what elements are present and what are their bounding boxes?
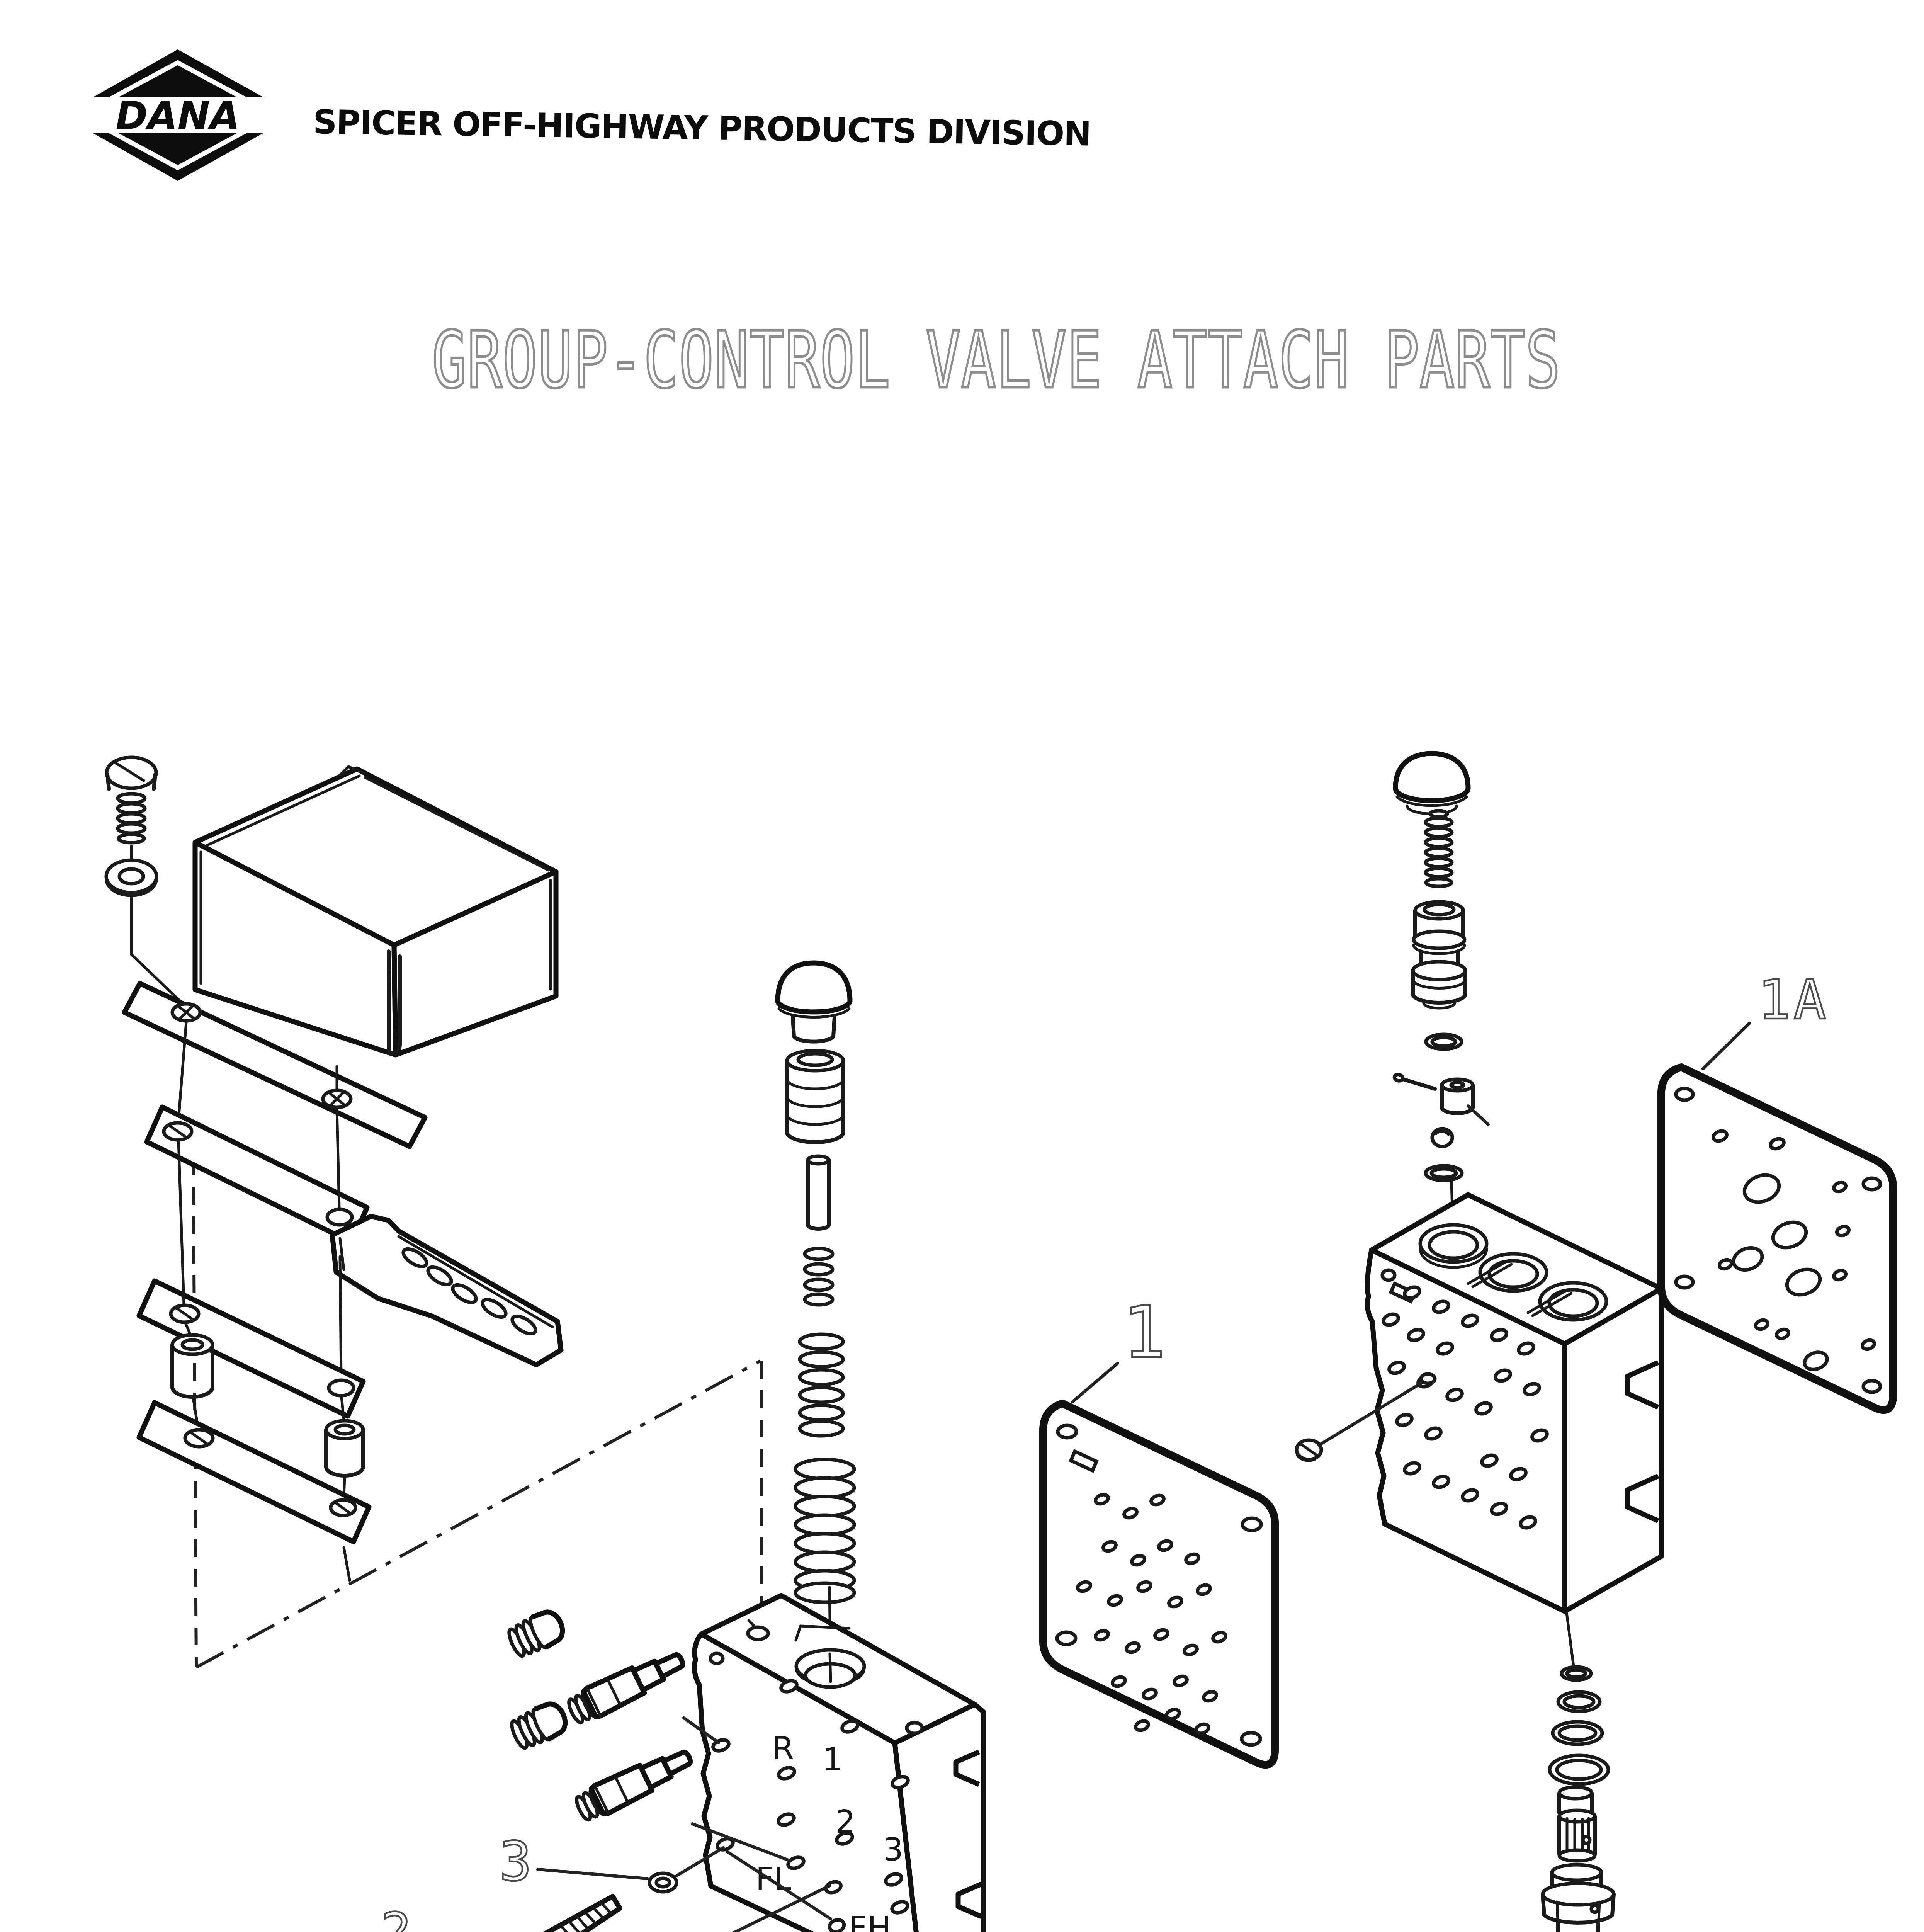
port-label-3: 3 [883, 1832, 903, 1868]
port-label-fh: FH [849, 1910, 891, 1932]
socket-head-bolt [435, 1894, 622, 1932]
strap-plate-upper [136, 1278, 366, 1419]
division-title: SPICER OFF-HIGHWAY PRODUCTS DIVISION [313, 103, 1091, 154]
align-line [1565, 1611, 1575, 1668]
spring-medium [798, 1332, 845, 1438]
threaded-stud [1424, 809, 1454, 888]
align-line [177, 1139, 185, 1306]
mounting-notch [955, 1882, 982, 1919]
pipe-plug-upper [507, 1609, 565, 1658]
logo-wordmark: DANA [116, 93, 240, 138]
spacer-bushing-left [170, 1333, 214, 1399]
leader-line [682, 1716, 720, 1744]
leader-line-item1a [1701, 1022, 1751, 1070]
leader-line [726, 1850, 832, 1920]
cover-washer [104, 858, 158, 897]
spring-small [803, 1247, 835, 1307]
strap-plate-lower [136, 1400, 372, 1544]
callout-2: 2 [381, 1902, 411, 1932]
valve-pin [806, 1154, 831, 1231]
gasket-item1 [1039, 1400, 1279, 1769]
gasket1-holes [1055, 1423, 1263, 1747]
align-line [177, 1021, 188, 1121]
align-line [340, 1396, 346, 1498]
leader-line [731, 1884, 831, 1932]
spool-fitting-lower [575, 1749, 693, 1822]
port-label-2: 2 [835, 1804, 855, 1840]
cross-pin-spool [1392, 1073, 1490, 1126]
main-valve-body [1365, 1192, 1664, 1614]
screw-target-hole [1419, 1372, 1437, 1385]
callout-1a: 1A [1758, 969, 1829, 1032]
leader-line-item3 [536, 1868, 649, 1880]
cover-flange-plate [122, 981, 428, 1149]
page-title: GROUP-CONTROL VALVE ATTACH PARTS [431, 314, 1562, 407]
callout-3: 3 [499, 1830, 532, 1893]
gasket-item1a [1657, 1063, 1897, 1414]
dana-logo: DANA [58, 49, 301, 181]
mounting-notch [953, 1750, 980, 1787]
body-screw [1295, 1438, 1323, 1462]
o-ring-small [1424, 1032, 1463, 1051]
valve-cover [192, 765, 559, 1058]
check-ball [1430, 1127, 1454, 1148]
port-label-r: R [772, 1730, 794, 1767]
o-ring-stack [1548, 1665, 1610, 1786]
valve-face-holes [711, 1679, 910, 1932]
valve-cartridge [1541, 1785, 1616, 1932]
mounting-notch [1625, 1474, 1659, 1523]
leader-line [691, 1822, 792, 1862]
svg-text:SPICER OFF-HIGHWAY PRODUCTS DI: SPICER OFF-HIGHWAY PRODUCTS DIVISION [313, 103, 1091, 154]
control-valve-body: R 1 2 3 FL FH [692, 1593, 986, 1932]
leader-line [675, 1846, 725, 1877]
cover-corner-slot [387, 949, 402, 1055]
washer-item3 [648, 1871, 678, 1894]
detent-piston [785, 1049, 845, 1144]
pipe-plug-lower [510, 1701, 568, 1750]
lever-bracket [330, 1214, 564, 1367]
port-label-fl: FL [756, 1861, 792, 1898]
mounting-notch [1625, 1360, 1659, 1410]
svg-text:GROUP-CONTROL VALVE ATTACH PAR: GROUP-CONTROL VALVE ATTACH PARTS [432, 315, 1561, 406]
stepped-fitting [1411, 900, 1467, 1010]
align-line [130, 892, 185, 1006]
body-face-holes [1382, 1285, 1549, 1530]
port-label-1: 1 [823, 1742, 843, 1778]
spool-fitting-upper [567, 1652, 685, 1725]
align-line [338, 1255, 343, 1379]
spacer-bushing-right [324, 1419, 365, 1478]
spring-large [794, 1458, 856, 1604]
align-line [335, 1107, 341, 1209]
leader-line-item1 [1071, 1362, 1119, 1403]
snap-ring [1424, 1164, 1464, 1182]
leader-line [1317, 1379, 1426, 1447]
cover-screw [105, 755, 158, 845]
callout-1: 1 [1123, 1291, 1166, 1374]
gasket1a-holes [1674, 1087, 1882, 1394]
detent-cap [775, 960, 853, 1044]
align-line [342, 1546, 351, 1582]
cap-plug [1393, 751, 1471, 815]
